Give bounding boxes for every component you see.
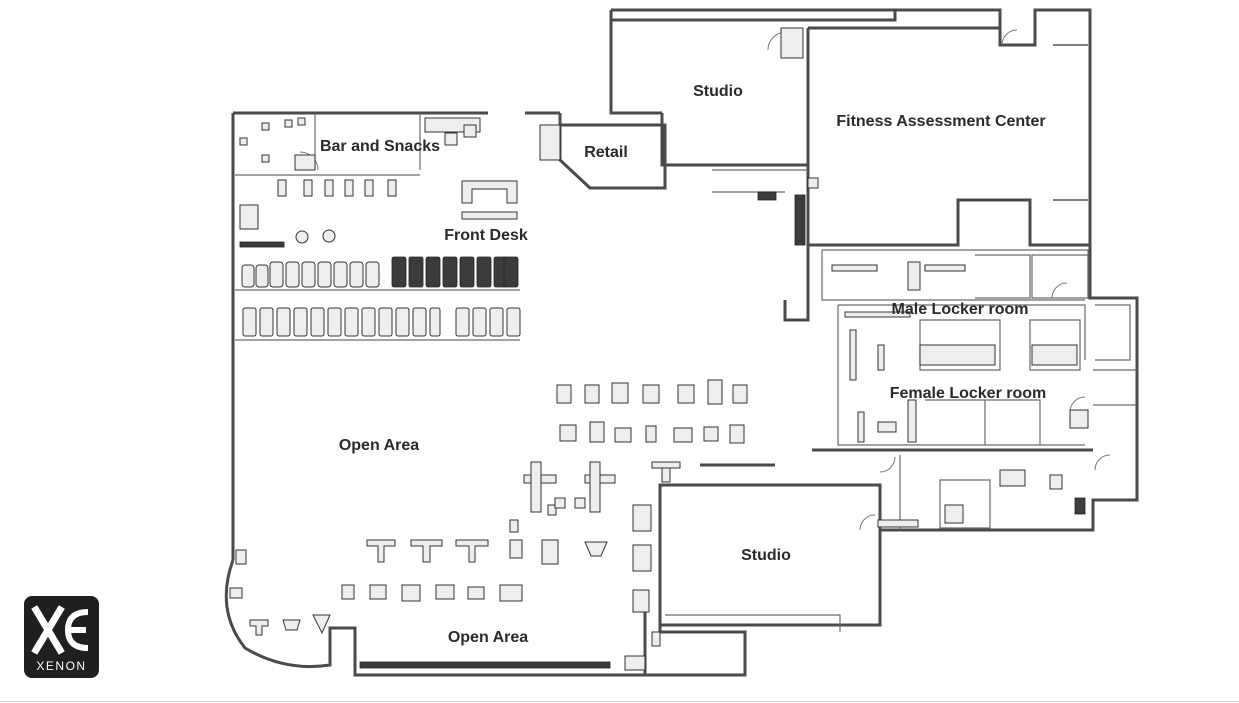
- treadmill-row-2: [242, 307, 521, 337]
- treadmill-row-1: [241, 256, 519, 288]
- label-front-desk: Front Desk: [444, 227, 528, 244]
- label-bar-snacks: Bar and Snacks: [320, 138, 440, 155]
- outer-walls: [224, 8, 1139, 677]
- bar-fixtures: [239, 117, 481, 171]
- logo-wordmark: XENON: [36, 659, 87, 673]
- room-labels: Studio Fitness Assessment Center Bar and…: [320, 83, 1046, 646]
- label-open-area-left: Open Area: [339, 437, 419, 454]
- footer-divider: [0, 701, 1239, 702]
- xenon-logo: XENON: [24, 596, 99, 678]
- label-studio-top: Studio: [693, 83, 743, 100]
- label-open-area-bottom: Open Area: [448, 629, 528, 646]
- strength-machines: [229, 379, 748, 671]
- cardio-row-upper: [239, 179, 397, 248]
- inner-partitions: [235, 113, 1137, 632]
- label-retail: Retail: [584, 144, 628, 161]
- label-male-locker: Male Locker room: [892, 301, 1029, 318]
- xe-monogram-icon: [31, 605, 89, 655]
- label-fitness-assessment: Fitness Assessment Center: [836, 113, 1045, 130]
- locker-room-fixtures: [539, 27, 1089, 528]
- label-female-locker: Female Locker room: [890, 385, 1047, 402]
- label-studio-bottom: Studio: [741, 547, 791, 564]
- front-desk: [461, 180, 518, 220]
